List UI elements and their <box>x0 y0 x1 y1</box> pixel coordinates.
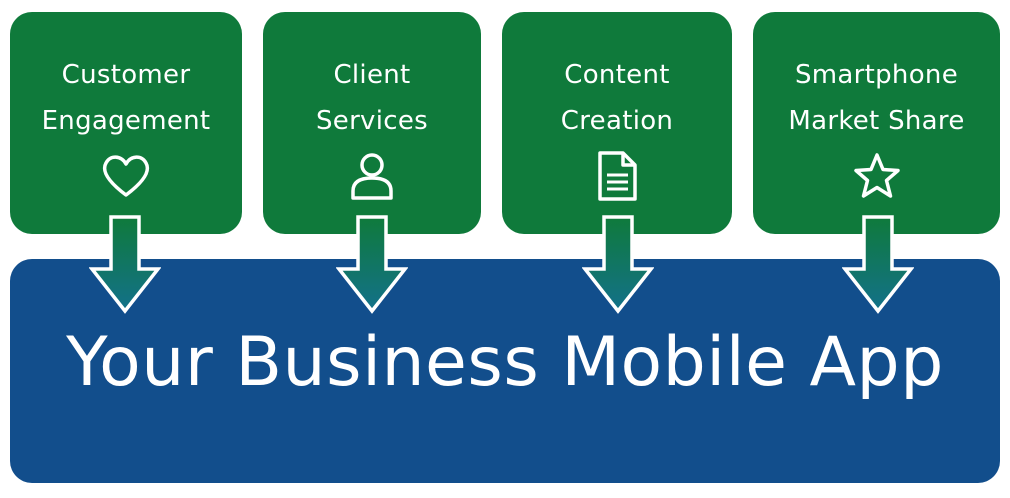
card-label: Client Services <box>315 60 429 136</box>
star-icon <box>853 153 900 198</box>
arrow-down-icon <box>842 215 914 314</box>
arrow-down-icon <box>336 215 408 314</box>
arrow-down-icon <box>89 215 161 314</box>
card-label: Smartphone Market Share <box>788 60 965 136</box>
card-content-creation: Content Creation <box>502 12 732 234</box>
app-title: Your Business Mobile App <box>66 323 944 402</box>
card-label: Content Creation <box>560 60 674 136</box>
card-smartphone-market-share: Smartphone Market Share <box>753 12 1000 234</box>
card-customer-engagement: Customer Engagement <box>10 12 242 234</box>
heart-icon <box>102 155 150 197</box>
card-client-services: Client Services <box>263 12 481 234</box>
arrow-down-icon <box>582 215 654 314</box>
card-label: Customer Engagement <box>41 60 211 136</box>
user-icon <box>351 153 393 200</box>
document-icon <box>598 151 637 201</box>
app-box <box>10 259 1000 483</box>
